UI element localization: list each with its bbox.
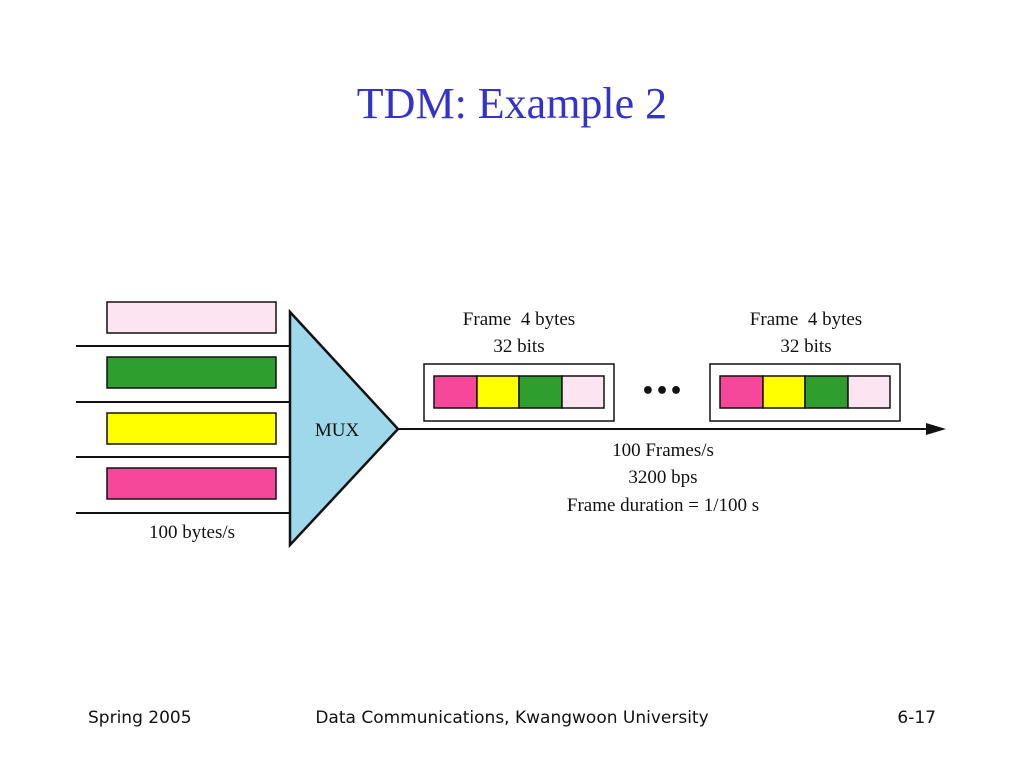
frame-1-slot-2 [476, 375, 520, 409]
frame-1-slot-4 [561, 375, 605, 409]
output-frame-rate: 100 Frames/s [612, 440, 714, 461]
footer-course: Data Communications, Kwangwoon Universit… [315, 708, 709, 728]
footer-page-number: 6-17 [897, 708, 936, 728]
frame-2-slot-2 [762, 375, 806, 409]
frame-2-bits-label: 32 bits [780, 336, 831, 357]
frame-2-slot-3 [804, 375, 849, 409]
mux-triangle [288, 308, 400, 549]
output-bit-rate: 3200 bps [628, 467, 697, 488]
frame-1-slot-1 [433, 375, 478, 409]
output-frame-duration: Frame duration = 1/100 s [567, 495, 759, 516]
input-block-2 [106, 356, 277, 389]
footer-date: Spring 2005 [88, 708, 192, 728]
slide-title: TDM: Example 2 [356, 79, 668, 128]
frame-1-slot-3 [518, 375, 563, 409]
frame-2-slot-1 [719, 375, 764, 409]
frames-ellipsis: ••• [641, 379, 683, 404]
input-block-3 [106, 412, 277, 445]
input-block-4 [106, 467, 277, 500]
output-arrowhead [926, 423, 946, 435]
frame-1-bits-label: 32 bits [493, 336, 544, 357]
input-rate-label: 100 bytes/s [149, 522, 235, 543]
mux-label: MUX [315, 420, 360, 441]
frame-1-size-label: Frame 4 bytes [463, 309, 575, 330]
frame-2-slot-4 [847, 375, 891, 409]
input-block-1 [106, 301, 277, 334]
frame-2-size-label: Frame 4 bytes [750, 309, 862, 330]
